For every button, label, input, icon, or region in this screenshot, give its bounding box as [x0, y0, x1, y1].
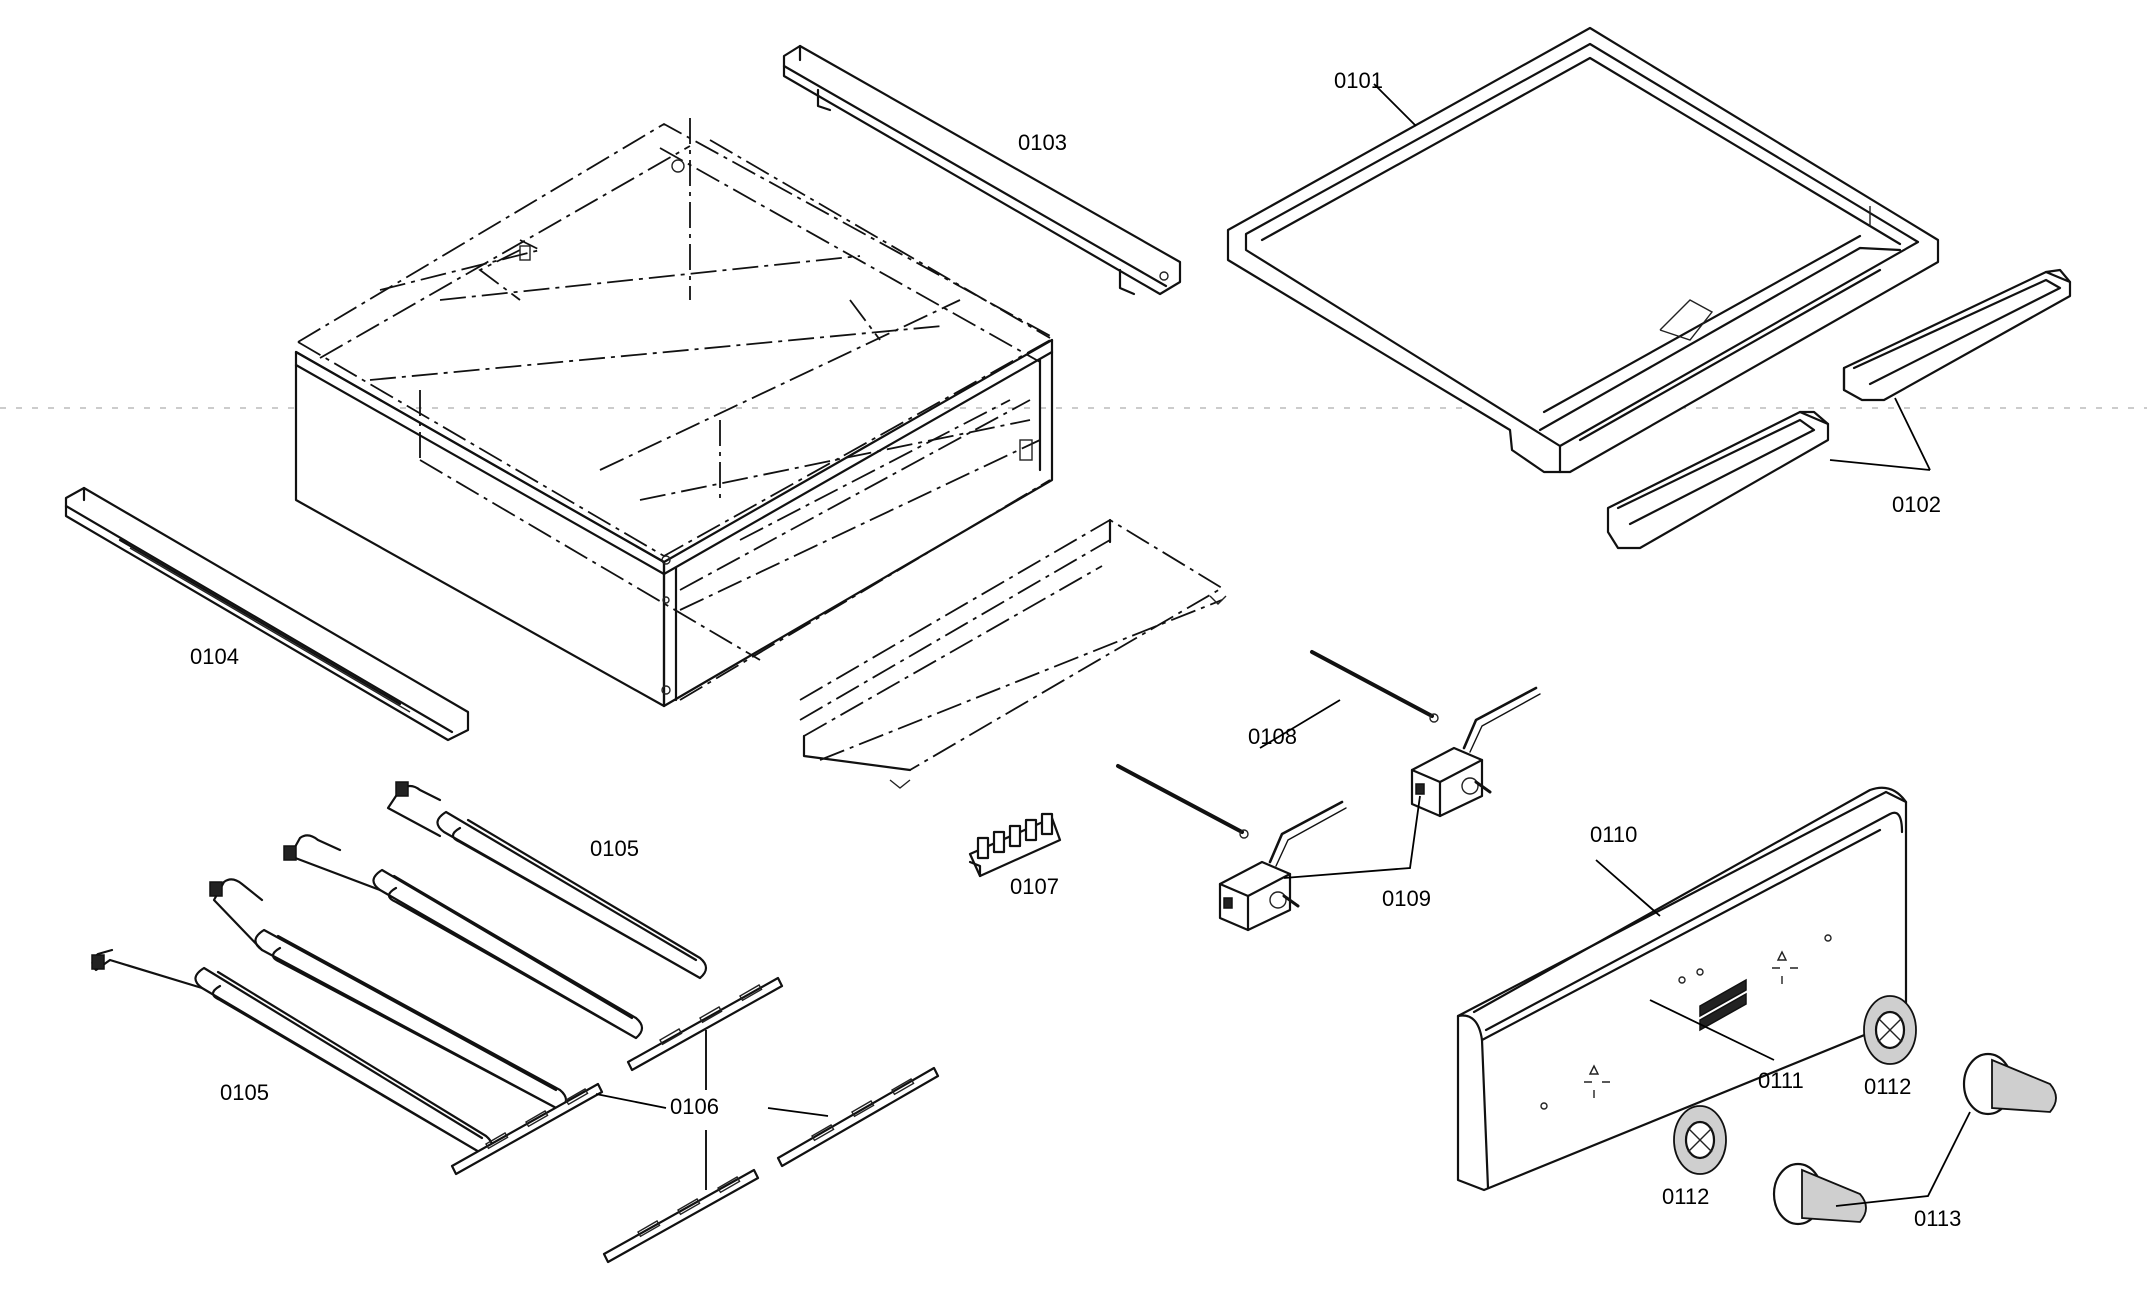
part-0106-brackets — [450, 976, 940, 1264]
leader-0106b — [595, 1093, 667, 1109]
callout-0106: 0106 — [670, 1094, 719, 1119]
callout-0111: 0111 — [1758, 1068, 1804, 1093]
callout-0103: 0103 — [1018, 130, 1067, 155]
callout-0109: 0109 — [1382, 886, 1431, 911]
part-0105-heating-elements — [91, 781, 708, 1158]
callout-0101: 0101 — [1334, 68, 1383, 93]
leader-0102a — [1894, 397, 1931, 471]
part-0113-knobs — [1772, 1052, 2057, 1226]
part-frame-box — [294, 118, 1055, 708]
part-0109-thermostats — [1218, 686, 1541, 932]
callout-0102: 0102 — [1892, 492, 1941, 517]
part-0102-side-trays — [1606, 268, 2072, 550]
leader-0106c — [767, 1107, 829, 1117]
leader-0113 — [1835, 1111, 1971, 1207]
leader-0101 — [1373, 83, 1417, 127]
callout-0112-left: 0112 — [1662, 1184, 1709, 1209]
callout-0110: 0110 — [1590, 822, 1637, 847]
callout-0107: 0107 — [1010, 874, 1059, 899]
part-0103-rear-rail — [782, 44, 1182, 296]
part-0101-drip-tray — [1226, 26, 1940, 474]
leader-0108 — [1259, 699, 1341, 749]
part-0104-front-rail — [64, 486, 470, 742]
callout-0108: 0108 — [1248, 724, 1297, 749]
part-0107-terminal-block — [968, 812, 1062, 878]
part-floor-plate — [799, 518, 1227, 789]
leader-0109 — [1283, 795, 1421, 879]
callout-0105-top: 0105 — [590, 836, 639, 861]
leader-0111 — [1649, 999, 1775, 1061]
callout-0104: 0104 — [190, 644, 239, 669]
part-0112-bezels — [1673, 995, 1917, 1175]
leader-0110 — [1595, 859, 1661, 917]
callout-0113: 0113 — [1914, 1206, 1961, 1231]
part-0108-probes — [1116, 650, 1439, 839]
callout-0112-right: 0112 — [1864, 1074, 1911, 1099]
callout-0105-bottom: 0105 — [220, 1080, 269, 1105]
leader-0102b — [1829, 459, 1931, 471]
